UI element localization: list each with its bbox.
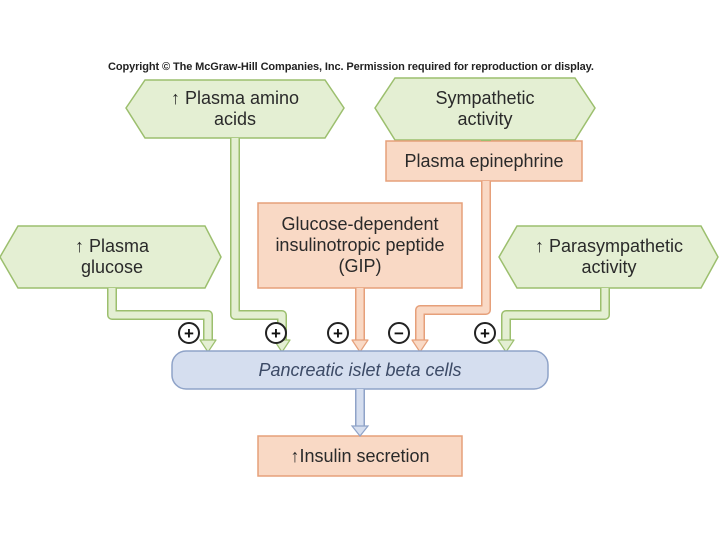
label-gip: Glucose-dependent insulinotropic peptide… [258,203,462,288]
hex-plasma-amino-acids [125,79,345,139]
label-sympathetic-activity: Sympathetic activity [390,82,580,136]
hex-sympathetic-activity [374,77,596,141]
label-plasma-epinephrine-text: Plasma epinephrine [404,150,564,171]
sign-parasympathetic-activity: + [474,322,496,344]
label-plasma-amino-acids: ↑ Plasma amino acids [140,82,330,136]
label-parasympathetic-activity: ↑ Parasympathetic activity [512,228,706,286]
label-plasma-glucose: ↑ Plasma glucose [14,228,210,286]
label-beta-cells: Pancreatic islet beta cells [172,351,548,389]
label-insulin-secretion: ↑Insulin secretion [258,436,462,476]
sign-plasma-epinephrine: − [388,322,410,344]
label-gip-text: Glucose-dependent insulinotropic peptide… [275,214,445,276]
sign-plasma-glucose: + [178,322,200,344]
connector-plasma-glucose [107,288,217,353]
sign-gip: + [327,322,349,344]
hex-parasympathetic-activity [498,225,719,289]
box-plasma-epinephrine [385,140,583,182]
connector-parasympathetic [497,288,610,353]
hex-plasma-glucose [0,225,222,289]
label-beta-cells-text: Pancreatic islet beta cells [258,359,462,380]
label-parasympathetic-activity-text: ↑ Parasympathetic activity [534,236,684,277]
connector-beta-to-insulin [350,389,370,437]
connector-plasma-epinephrine [411,181,491,353]
box-gip [257,202,463,289]
label-plasma-amino-acids-text: ↑ Plasma amino acids [170,88,300,129]
sign-plasma-amino-acids: + [265,322,287,344]
label-sympathetic-activity-text: Sympathetic activity [435,88,535,129]
connector-gip [351,288,369,353]
label-insulin-secretion-text: ↑Insulin secretion [290,445,430,466]
label-plasma-epinephrine: Plasma epinephrine [386,141,582,181]
box-insulin-secretion [257,435,463,477]
label-plasma-glucose-text: ↑ Plasma glucose [74,236,150,277]
copyright-notice: Copyright © The McGraw-Hill Companies, I… [108,61,594,73]
